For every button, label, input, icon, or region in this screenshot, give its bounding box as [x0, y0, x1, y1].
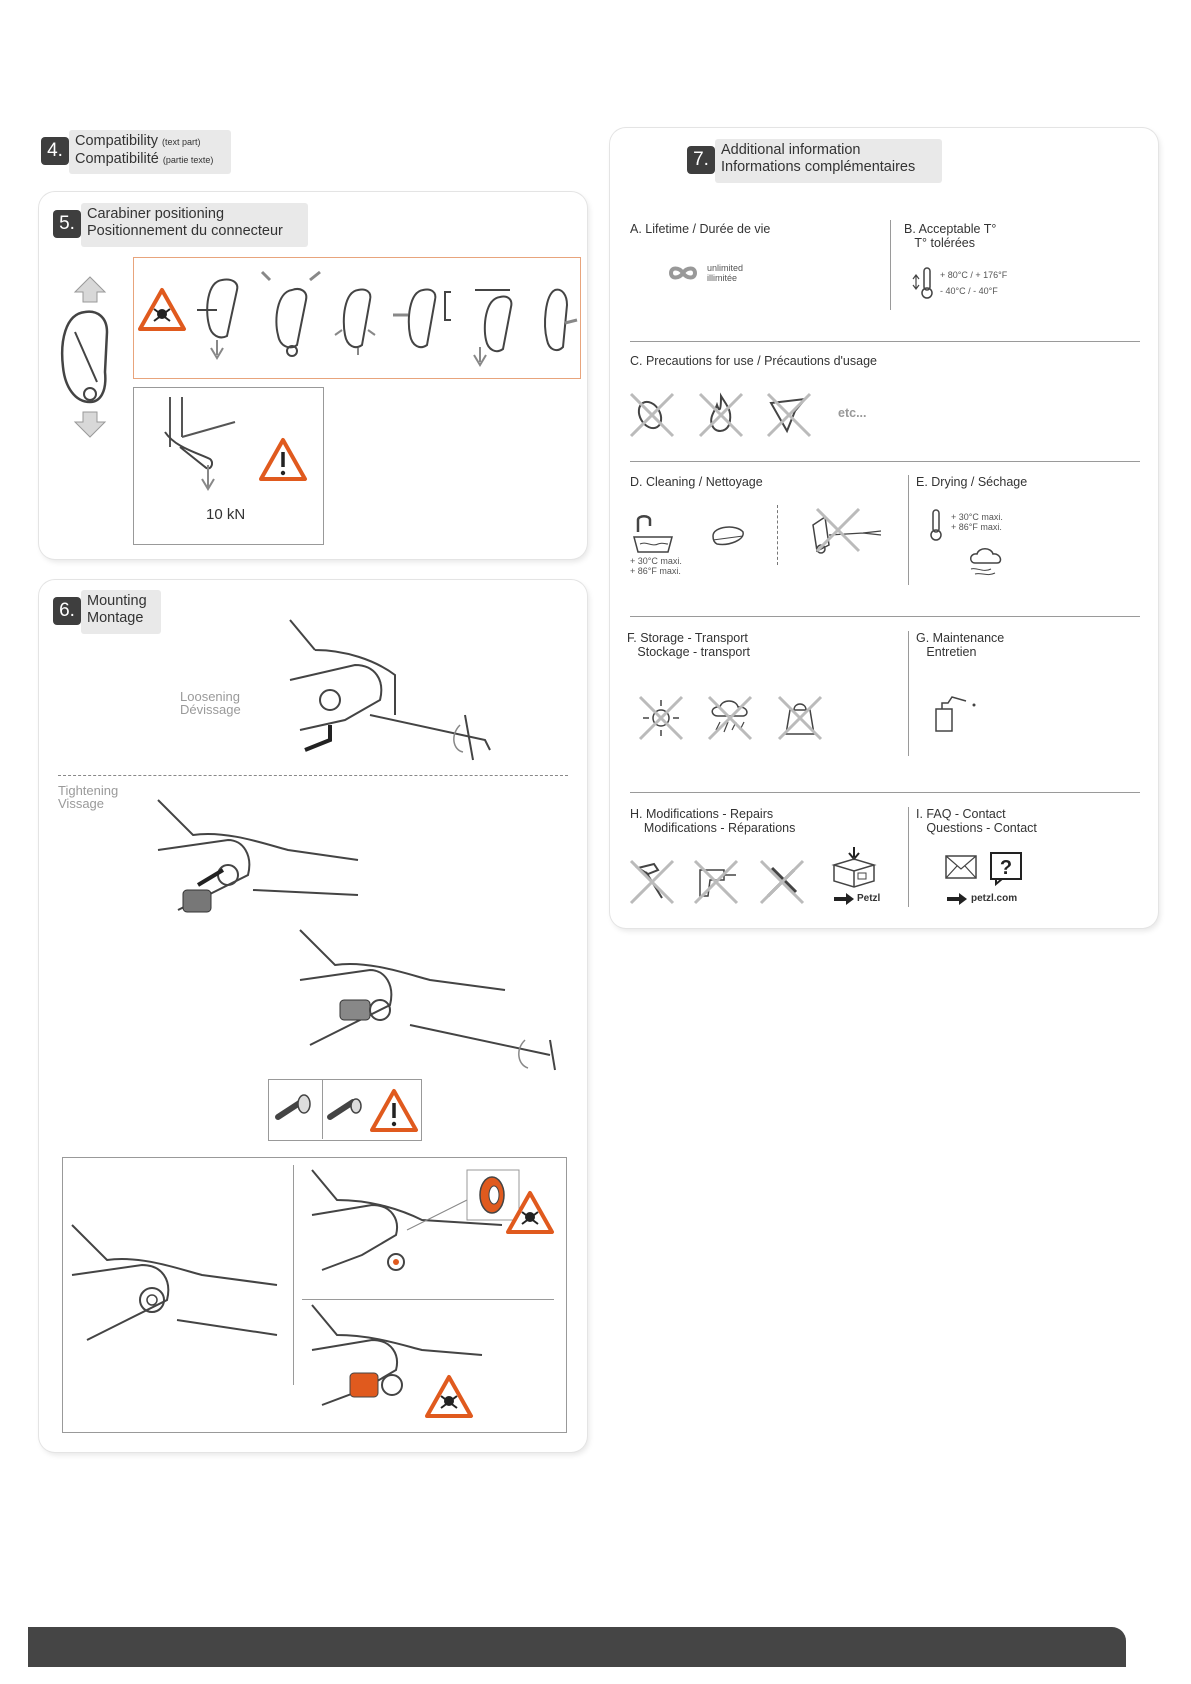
fire-icon [698, 392, 744, 438]
warning-exclamation-icon [259, 438, 307, 481]
precautions-title: C. Precautions for use / Précautions d'u… [630, 354, 877, 368]
air-dry-icon [970, 548, 1002, 576]
inspection-divider-v [293, 1165, 294, 1385]
lifetime-title: A. Lifetime / Durée de vie [630, 222, 771, 236]
section-5-panel [39, 192, 587, 559]
section-7-title: Additional information Informations comp… [715, 139, 942, 183]
misuse-carabiner-5 [473, 289, 513, 367]
arrow-right-icon [947, 893, 967, 905]
brush-icon [712, 526, 744, 546]
row-divider-1 [630, 341, 1140, 342]
ab-divider [890, 220, 891, 310]
svg-text:?: ? [1000, 857, 1012, 879]
hammer-icon [629, 859, 675, 905]
warning-exclamation-icon [370, 1089, 418, 1132]
drill-icon [693, 859, 739, 905]
box-icon [831, 847, 877, 888]
sun-icon [638, 695, 684, 741]
section-7-number: 7. [687, 146, 715, 174]
carabiner-illustration [61, 276, 109, 438]
misuse-carabiner-4 [393, 288, 451, 349]
row-divider-4 [630, 792, 1140, 793]
drying-temp: + 30°C maxi.+ 86°F maxi. [951, 512, 1003, 532]
section-6-title: Mounting Montage [81, 590, 161, 634]
misuse-carabiner-3 [334, 288, 376, 355]
inspection-divider-h [302, 1299, 554, 1300]
temperature-title: B. Acceptable T° T° tolérées [904, 222, 997, 250]
section-4-number: 4. [41, 137, 69, 165]
fg-divider [908, 631, 909, 756]
faq-title: I. FAQ - Contact Questions - Contact [916, 807, 1037, 835]
question-icon: ? [990, 852, 1022, 887]
section-5-number: 5. [53, 210, 81, 238]
torque-divider [322, 1079, 323, 1139]
tightening-illustration-1 [157, 799, 359, 913]
petzl-link[interactable]: Petzl [857, 893, 881, 904]
rain-icon [707, 695, 753, 741]
maintenance-title: G. Maintenance Entretien [916, 631, 1005, 659]
storage-bag-icon [777, 695, 823, 741]
modifications-title: H. Modifications - Repairs Modifications… [630, 807, 796, 835]
section-7-panel [610, 128, 1158, 928]
de-divider [908, 475, 909, 585]
precautions-etc: etc... [838, 406, 867, 420]
loosening-illustration [289, 619, 491, 761]
row-divider-2 [630, 461, 1140, 462]
load-value: 10 kN [206, 506, 246, 523]
tools-icon [759, 859, 805, 905]
hi-divider [908, 807, 909, 907]
cleaning-dashed-divider [777, 505, 778, 565]
torque-frame [268, 1079, 422, 1141]
inspection-illustration-bottom [311, 1304, 483, 1406]
inspection-illustration-top [311, 1169, 520, 1271]
tightening-illustration-2 [299, 929, 556, 1071]
warning-skull-icon [138, 288, 186, 331]
thermometer-icon [930, 509, 942, 541]
cleaning-temp: + 30°C maxi.+ 86°F maxi. [630, 556, 682, 576]
warning-skull-icon [425, 1375, 473, 1418]
section-5-title: Carabiner positioning Positionnement du … [81, 203, 308, 247]
misuse-carabiner-1 [197, 278, 239, 360]
impact-icon [629, 392, 675, 438]
section-4-title: Compatibility (text part) Compatibilité … [69, 130, 231, 174]
temperature-cold: - 40°C / - 40°F [940, 286, 998, 296]
section-6-divider [58, 775, 568, 776]
inspection-frame [62, 1157, 567, 1433]
storage-title: F. Storage - Transport Stockage - transp… [627, 631, 750, 659]
pressure-washer-icon [812, 507, 882, 554]
temperature-hot: + 80°C / + 176°F [940, 270, 1008, 280]
faucet-icon [633, 515, 673, 553]
misuse-carabiner-2 [260, 270, 321, 357]
bolt-bad-illustration [327, 1098, 362, 1120]
bolt-ok-illustration [275, 1094, 311, 1120]
misuse-frame [133, 257, 581, 379]
sling-illustration [164, 397, 236, 491]
footer-bar [28, 1627, 1126, 1667]
oil-can-icon [935, 696, 976, 732]
inspection-illustration-main [71, 1224, 278, 1341]
envelope-icon [945, 855, 977, 879]
row-divider-3 [630, 616, 1140, 617]
section-6-number: 6. [53, 597, 81, 625]
misuse-carabiner-6 [544, 288, 578, 352]
strength-frame [133, 387, 324, 545]
infinity-icon [668, 266, 698, 280]
arrow-right-icon [834, 893, 854, 905]
chemical-icon [766, 392, 812, 438]
cleaning-title: D. Cleaning / Nettoyage [630, 475, 763, 489]
warning-skull-icon [506, 1191, 554, 1234]
thermometer-icon [912, 267, 933, 299]
petzl-website-link[interactable]: petzl.com [971, 893, 1018, 904]
drying-title: E. Drying / Séchage [916, 475, 1028, 489]
